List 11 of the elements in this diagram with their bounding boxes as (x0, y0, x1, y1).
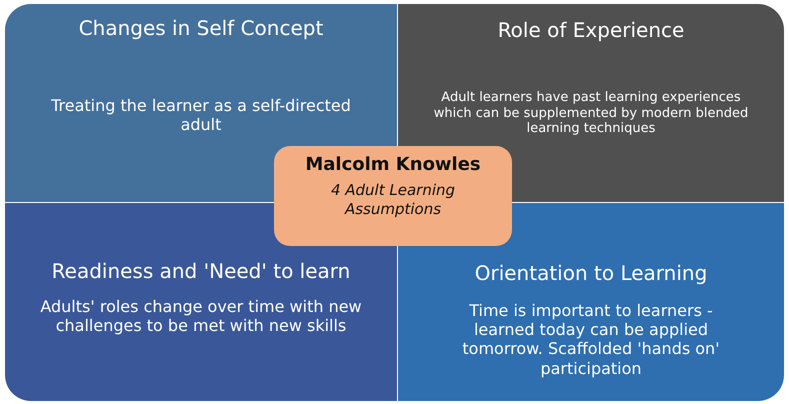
quadrant-heading: Role of Experience (496, 18, 686, 42)
quadrant-description: Treating the learner as a self-directed adult (50, 96, 352, 134)
quadrant-heading: Changes in Self Concept (78, 16, 324, 40)
quadrant-heading: Readiness and 'Need' to learn (50, 259, 352, 283)
quadrant-description: Adult learners have past learning experiences which can be supplemented by modern blended learning techniques (432, 90, 750, 137)
quadrant-description: Adults' roles change over time with new challenges to be met with new skills (39, 297, 363, 336)
quadrant-description: Time is important to learners - learned today can be applied tomorrow. Scaffolded 'hands on' participation (461, 301, 721, 378)
quadrant-heading: Orientation to Learning (474, 261, 708, 285)
center-box (274, 146, 512, 246)
center-title: Malcolm Knowles (305, 154, 481, 175)
center-subtitle: 4 Adult Learning Assumptions (330, 181, 456, 218)
